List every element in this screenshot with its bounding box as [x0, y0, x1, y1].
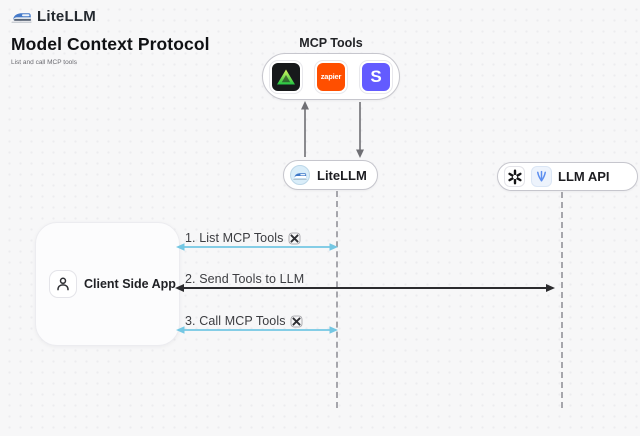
litellm-logo-icon [290, 165, 310, 185]
brand-name: LiteLLM [37, 8, 96, 25]
llm-provider-icon [531, 166, 552, 187]
zapier-wordmark: zapier [320, 72, 342, 81]
client-node-label: Client Side App [84, 277, 176, 291]
list-mcp-tools-arrow [176, 243, 338, 251]
litellm-train-icon [11, 9, 32, 24]
person-icon [49, 270, 77, 298]
message-2-text: 2. Send Tools to LLM [185, 272, 305, 286]
message-3-label: 3. Call MCP Tools [185, 314, 303, 328]
mcp-tools-label: MCP Tools [299, 36, 363, 50]
message-3-text: 3. Call MCP Tools [185, 314, 286, 328]
message-1-label: 1. List MCP Tools [185, 231, 301, 245]
hammer-wrench-icon [290, 315, 303, 328]
stripe-letter: S [370, 66, 382, 86]
send-tools-to-llm-arrow [175, 284, 555, 292]
hammer-wrench-icon [288, 232, 301, 245]
page-title: Model Context Protocol [11, 34, 210, 54]
message-1-text: 1. List MCP Tools [185, 231, 284, 245]
openai-icon [504, 166, 525, 187]
litellm-node[interactable]: LiteLLM [283, 160, 378, 190]
mcp-tools-node[interactable]: zapier S [262, 53, 400, 100]
call-mcp-tools-arrow [176, 326, 338, 334]
message-2-label: 2. Send Tools to LLM [185, 272, 304, 286]
llm-api-node[interactable]: LLM API [497, 162, 638, 191]
green-triangle-icon[interactable] [270, 60, 302, 93]
litellm-lifeline [336, 191, 338, 408]
stripe-icon[interactable]: S [360, 60, 392, 93]
client-side-app-node[interactable]: Client Side App [35, 222, 180, 346]
llm-api-node-label: LLM API [558, 169, 610, 184]
zapier-icon[interactable]: zapier [315, 60, 347, 93]
litellm-node-label: LiteLLM [317, 167, 367, 183]
mcp-litellm-arrows [301, 101, 364, 158]
header: LiteLLM Model Context Protocol List and … [11, 8, 210, 66]
llm-api-lifeline [561, 192, 563, 408]
page-subtitle: List and call MCP tools [11, 59, 77, 66]
